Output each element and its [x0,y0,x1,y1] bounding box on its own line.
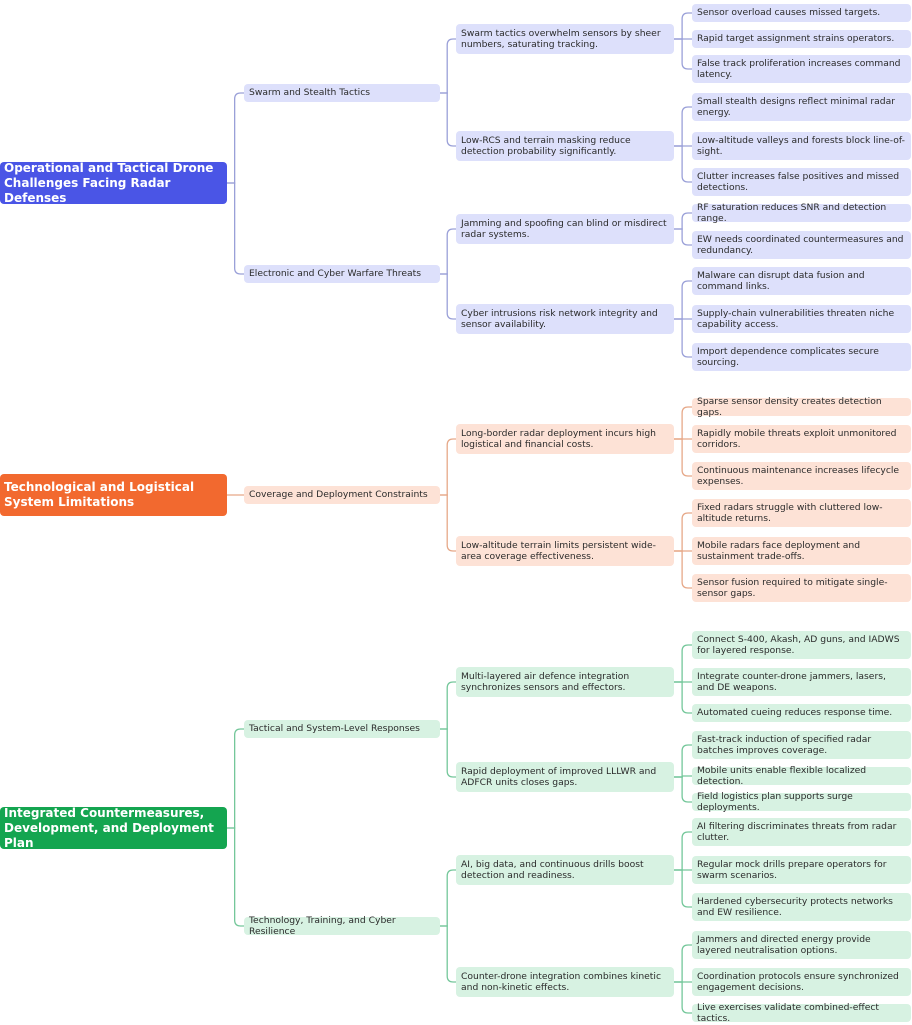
detail-node[interactable]: Connect S-400, Akash, AD guns, and IADWS… [692,631,911,659]
detail-node[interactable]: AI filtering discriminates threats from … [692,818,911,846]
connector-line [674,744,692,778]
connector-line [674,212,692,230]
detail-node[interactable]: Supply-chain vulnerabilities threaten ni… [692,305,911,333]
connector-line [440,92,456,147]
connector-line [674,644,692,683]
detail-node[interactable]: Fixed radars struggle with cluttered low… [692,499,911,527]
detail-node[interactable]: Coordination protocols ensure synchroniz… [692,968,911,996]
detail-node[interactable]: Sensor fusion required to mitigate singl… [692,574,911,602]
detail-node[interactable]: Malware can disrupt data fusion and comm… [692,267,911,295]
detail-node[interactable]: False track proliferation increases comm… [692,55,911,83]
root-node[interactable]: Integrated Countermeasures, Development,… [0,806,227,850]
connector-line [440,38,456,94]
detail-node[interactable]: Rapidly mobile threats exploit unmonitor… [692,425,911,453]
detail-node[interactable]: EW needs coordinated countermeasures and… [692,231,911,259]
connector-line [674,512,692,552]
connector-line [674,944,692,983]
detail-node[interactable]: Rapid target assignment strains operator… [692,30,911,48]
detail-node[interactable]: Sensor overload causes missed targets. [692,4,911,22]
connector-line [440,925,456,983]
detail-node[interactable]: Fast-track induction of specified radar … [692,731,911,759]
detail-node[interactable]: Automated cueing reduces response time. [692,704,911,722]
root-node[interactable]: Operational and Tactical Drone Challenge… [0,161,227,205]
connector-line [674,106,692,147]
detail-node[interactable]: Jammers and directed energy provide laye… [692,931,911,959]
detail-node[interactable]: Small stealth designs reflect minimal ra… [692,93,911,121]
connector-line [674,38,692,70]
connector-line [227,182,244,275]
topic-node[interactable]: Cyber intrusions risk network integrity … [456,304,674,334]
category-node[interactable]: Technology, Training, and Cyber Resilien… [244,915,440,937]
detail-node[interactable]: Field logistics plan supports surge depl… [692,791,911,813]
connector-line [674,228,692,246]
detail-node[interactable]: Mobile radars face deployment and sustai… [692,537,911,565]
connector-line [440,438,456,496]
category-node[interactable]: Swarm and Stealth Tactics [244,84,440,102]
connector-line [227,728,244,829]
detail-node[interactable]: Integrate counter-drone jammers, lasers,… [692,668,911,696]
connector-line [440,869,456,927]
detail-node[interactable]: Hardened cybersecurity protects networks… [692,893,911,921]
topic-node[interactable]: Multi-layered air defence integration sy… [456,667,674,697]
connector-line [674,981,692,1014]
connector-line [440,728,456,778]
detail-node[interactable]: Continuous maintenance increases lifecyc… [692,462,911,490]
detail-node[interactable]: RF saturation reduces SNR and detection … [692,202,911,224]
connector-line [440,494,456,552]
detail-node[interactable]: Regular mock drills prepare operators fo… [692,856,911,884]
connector-line [674,145,692,183]
detail-node[interactable]: Import dependence complicates secure sou… [692,343,911,371]
topic-node[interactable]: Swarm tactics overwhelm sensors by sheer… [456,24,674,54]
connector-line [674,280,692,320]
category-node[interactable]: Electronic and Cyber Warfare Threats [244,265,440,283]
category-node[interactable]: Coverage and Deployment Constraints [244,486,440,504]
detail-node[interactable]: Clutter increases false positives and mi… [692,168,911,196]
topic-node[interactable]: Low-altitude terrain limits persistent w… [456,536,674,566]
topic-node[interactable]: Low-RCS and terrain masking reduce detec… [456,131,674,161]
detail-node[interactable]: Low-altitude valleys and forests block l… [692,132,911,160]
connector-line [674,681,692,714]
category-node[interactable]: Tactical and System-Level Responses [244,720,440,738]
topic-node[interactable]: Rapid deployment of improved LLLWR and A… [456,762,674,792]
connector-line [674,438,692,477]
connector-line [440,681,456,730]
detail-node[interactable]: Sparse sensor density creates detection … [692,396,911,418]
topic-node[interactable]: Counter-drone integration combines kinet… [456,967,674,997]
topic-node[interactable]: AI, big data, and continuous drills boos… [456,855,674,885]
connector-line [440,273,456,320]
connector-line [674,831,692,871]
topic-node[interactable]: Jamming and spoofing can blind or misdir… [456,214,674,244]
connector-line [227,827,244,927]
connector-line [674,776,692,803]
connector-line [674,12,692,40]
detail-node[interactable]: Live exercises validate combined-effect … [692,1002,911,1024]
detail-node[interactable]: Mobile units enable flexible localized d… [692,765,911,787]
connector-line [227,92,244,184]
root-node[interactable]: Technological and Logistical System Limi… [0,474,227,516]
topic-node[interactable]: Long-border radar deployment incurs high… [456,424,674,454]
connector-line [674,318,692,358]
connector-line [674,869,692,908]
connector-line [674,406,692,440]
connector-line [440,228,456,275]
connector-line [674,550,692,589]
